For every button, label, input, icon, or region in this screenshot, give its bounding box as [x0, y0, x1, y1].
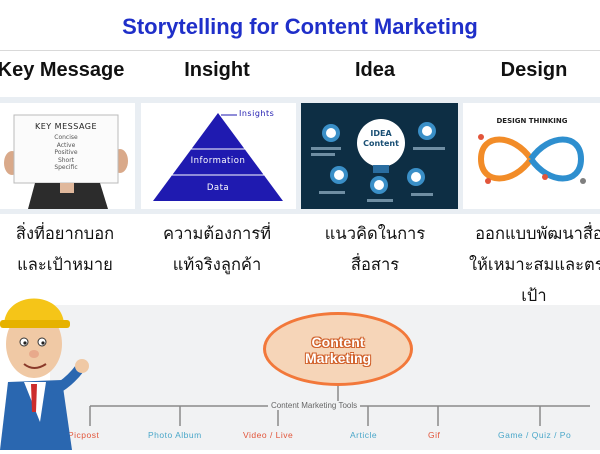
pyramid-top-label: Insights — [239, 109, 275, 118]
tool-game-quiz: Game / Quiz / Po — [498, 430, 572, 440]
thai-line: เป้า — [521, 286, 547, 305]
idea-center-line2: Content — [363, 139, 399, 148]
pyramid-bottom-label: Data — [206, 183, 230, 193]
insight-pyramid-image: Insights Information Data — [141, 103, 296, 209]
idea-center-line1: IDEA — [370, 129, 392, 138]
thai-line: แท้จริงลูกค้า — [172, 255, 262, 274]
board-item: Concise — [54, 134, 78, 141]
thai-text-key-message: สิ่งที่อยากบอก และเป้าหมาย — [0, 218, 140, 280]
thai-text-idea: แนวคิดในการ สื่อสาร — [300, 218, 450, 280]
heading-key-message: Key Message — [0, 59, 125, 81]
board-item: Active — [56, 141, 76, 149]
heading-design: Design — [500, 59, 568, 81]
center-text-line: Content — [311, 334, 365, 350]
thai-line: แนวคิดในการ — [324, 224, 426, 243]
board-item: Short — [57, 156, 75, 164]
thai-text-insight: ความต้องการที่ แท้จริงลูกค้า — [142, 218, 292, 280]
column-header-row: Key Message Insight Idea Design — [0, 50, 600, 98]
image-row: KEY MESSAGE Concise Active Positive Shor… — [0, 97, 600, 214]
idea-image: IDEA Content — [301, 103, 458, 209]
thai-text-design: ออกแบบพัฒนาสื่อ ให้เหมาะสมและตรง เป้า — [459, 218, 600, 311]
page-title: Storytelling for Content Marketing — [122, 14, 478, 39]
design-thinking-image: DESIGN THINKING — [463, 103, 600, 209]
key-message-board-heading: KEY MESSAGE — [34, 122, 98, 131]
cartoon-worker-image — [0, 272, 90, 450]
tool-photo-album: Photo Album — [148, 430, 202, 440]
idea-center-text: IDEA Content — [357, 129, 405, 149]
board-item: Positive — [54, 149, 78, 156]
board-item: Specific — [54, 164, 78, 171]
thai-line: ออกแบบพัฒนาสื่อ — [475, 224, 600, 243]
key-message-image: KEY MESSAGE Concise Active Positive Shor… — [0, 103, 135, 209]
thai-line: ให้เหมาะสมและตรง — [469, 255, 600, 274]
thai-line: และเป้าหมาย — [17, 255, 113, 274]
thai-line: ความต้องการที่ — [162, 224, 272, 243]
content-marketing-ellipse — [263, 312, 413, 386]
pyramid-middle-label: Information — [190, 156, 246, 166]
tools-label: Content Marketing Tools — [268, 401, 361, 410]
tool-picpost: Picpost — [68, 430, 100, 440]
tool-article: Article — [350, 430, 378, 440]
content-marketing-center-text: Content Marketing — [263, 334, 413, 366]
thai-line: สื่อสาร — [350, 255, 400, 274]
design-thinking-heading: DESIGN THINKING — [496, 117, 568, 125]
center-text-line: Marketing — [304, 350, 372, 366]
thai-line: สิ่งที่อยากบอก — [15, 224, 115, 243]
heading-insight: Insight — [184, 59, 250, 81]
tool-video-live: Video / Live — [243, 430, 294, 440]
tool-gif: Gif — [428, 430, 441, 440]
key-message-board-items: Concise Active Positive Short Specific — [14, 134, 118, 172]
heading-idea: Idea — [354, 59, 396, 81]
